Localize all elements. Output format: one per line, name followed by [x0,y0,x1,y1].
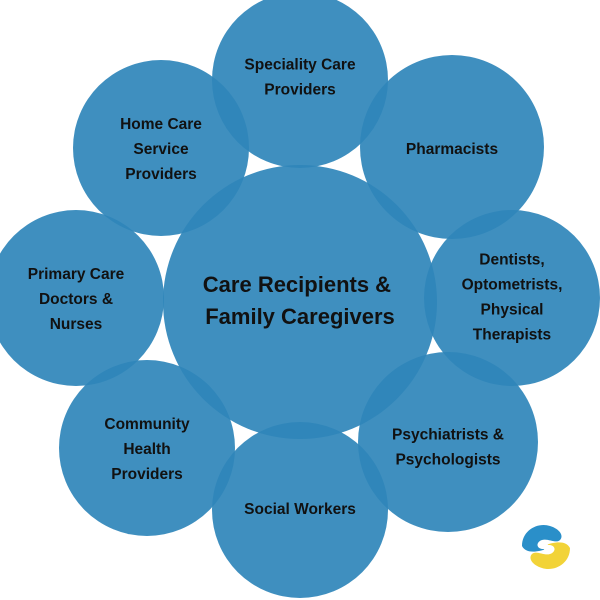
node-label-line: Psychiatrists & [392,427,504,444]
center-label-line-1: Care Recipients & [203,272,391,297]
node-label-line: Service [133,141,189,158]
node-circle-social-workers [212,422,388,598]
node-label-line: Dentists, [479,252,544,269]
node-circle-speciality [212,0,388,168]
node-circle-pharmacists [360,55,544,239]
logo-yellow-hand [530,542,570,570]
node-label-line: Social Workers [244,501,356,518]
node-label-line: Doctors & [39,291,113,308]
node-circle-primary-care [0,210,164,386]
node-circle-home-care [73,60,249,236]
node-label-line: Optometrists, [462,277,563,294]
node-label-line: Providers [125,166,197,183]
node-label-line: Primary Care [28,266,125,283]
node-label-line: Pharmacists [406,141,498,158]
center-label: Care Recipients & Family Caregivers [203,272,397,329]
node-label-line: Physical [481,302,544,319]
node-label-line: Psychologists [395,452,500,469]
node-label-psychiatrists: Psychiatrists & Psychologists [392,427,504,469]
center-circle [163,165,437,439]
center-label-line-2: Family Caregivers [205,304,395,329]
logo-blue-hand [522,524,562,552]
node-label-line: Nurses [50,316,103,333]
node-circle-dentists [424,210,600,386]
logo-center-dot [543,544,549,550]
node-label-social-workers: Social Workers [244,501,356,518]
center-node: Care Recipients & Family Caregivers [163,165,437,439]
caring-hands-logo-icon [522,524,570,570]
node-label-line: Providers [264,82,336,99]
node-label-line: Home Care [120,116,202,133]
node-label-pharmacists: Pharmacists [406,141,498,158]
node-label-line: Providers [111,466,183,483]
node-circle-psychiatrists [358,352,538,532]
node-circle-community [59,360,235,536]
node-label-line: Therapists [473,327,551,344]
node-label-line: Health [123,441,170,458]
node-label-line: Speciality Care [244,57,356,74]
node-label-line: Community [104,416,190,433]
